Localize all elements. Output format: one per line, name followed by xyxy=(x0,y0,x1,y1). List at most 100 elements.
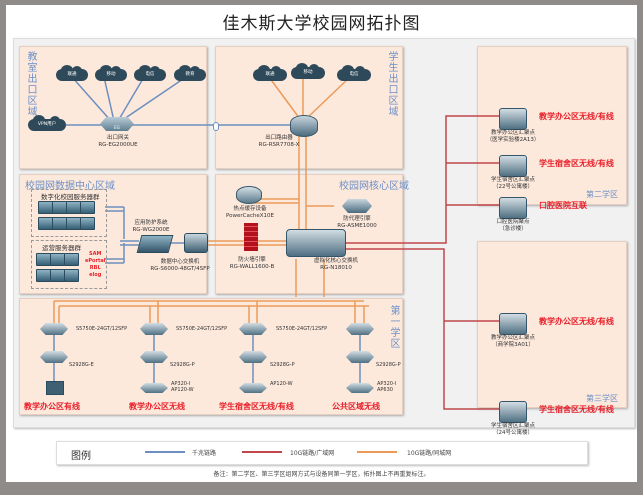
server-group-digital-title: 数字化校园服务器群 xyxy=(41,193,100,201)
node-name-label: 学生宿舍区汇聚点（22号公寓楼） xyxy=(484,177,542,191)
service-elog: elog xyxy=(89,272,102,278)
link-core-campus2 xyxy=(344,115,499,244)
cloud-unicom: 联通 xyxy=(56,65,88,81)
access-switch-icon xyxy=(346,351,374,363)
cloud-telecom: 电信 xyxy=(134,65,166,81)
node-name-label: 学生宿舍区汇聚点（24号公寓楼） xyxy=(484,423,542,437)
server-icon xyxy=(52,217,67,230)
zone-campus1 xyxy=(19,298,403,415)
node-location: （急诊楼） xyxy=(499,226,527,232)
node-name: 学生宿舍区汇聚点 xyxy=(490,177,535,183)
service-sam: SAM xyxy=(88,251,102,257)
aggregation-switch-icon xyxy=(499,401,527,423)
asme-device-icon xyxy=(342,199,372,213)
server-icon xyxy=(38,201,53,214)
campus1-zone-label: 教学办公区无线 xyxy=(129,402,185,411)
asme-label: 防代理引擎 RG-ASME1000 xyxy=(337,216,377,229)
access-point-label: AP320-I AP120-W xyxy=(171,381,194,393)
legend-swatch-wan xyxy=(242,451,282,453)
server-icon xyxy=(66,217,81,230)
cloud-edu: 教育 xyxy=(174,65,206,81)
access-point-label: AP120-W xyxy=(270,381,293,387)
server-icon xyxy=(36,253,51,266)
server-icon xyxy=(52,201,67,214)
firewall-label: 防火墙引擎 RG-WALL1600-B xyxy=(229,257,275,270)
node-name-label: 教学办公区汇聚点（商学院3A01） xyxy=(484,335,542,349)
link-router-telecom xyxy=(305,76,351,120)
dc-switch-label: 数据中心交换机 RG-S6000-48GT/4SFP xyxy=(150,259,210,272)
agg-switch-icon xyxy=(40,323,68,335)
firewall-icon xyxy=(244,223,258,251)
access-switch-label: S2928G-P xyxy=(270,362,295,368)
node-service-label: 教学办公区无线/有线 xyxy=(539,317,614,326)
legend-label-metro: 10G链路/同城网 xyxy=(407,450,452,457)
server-group-ops xyxy=(31,240,107,289)
zone-label-core: 校园网核心区域 xyxy=(339,181,409,192)
legend-title: 图例 xyxy=(71,451,91,462)
server-icon xyxy=(64,253,79,266)
aggregation-switch-icon xyxy=(499,108,527,130)
dc-switch-icon xyxy=(184,233,208,253)
link-junction-marker xyxy=(213,122,219,131)
server-icon xyxy=(38,217,53,230)
node-service-label: 口腔医院互联 xyxy=(539,201,587,210)
node-name: 学生宿舍区汇聚点 xyxy=(490,423,535,429)
node-service-label: 学生宿舍区无线/有线 xyxy=(539,159,614,168)
access-switch-label: S2928G-P xyxy=(376,362,401,368)
link-gateway-edu xyxy=(120,76,187,122)
zone-label-student-exit: 学生出口区域 xyxy=(386,51,397,117)
agg-switch-label: S5750E-24GT/12SFP xyxy=(76,326,128,332)
node-location: （24号公寓楼） xyxy=(493,430,533,436)
legend-label-wan: 10G链路/广域网 xyxy=(290,450,335,457)
agg-switch-label: S5750E-24GT/12SFP xyxy=(176,326,228,332)
agg-switch-label: S5750E-24GT/12SFP xyxy=(276,326,328,332)
access-switch-icon xyxy=(40,351,68,363)
aggregation-switch-icon xyxy=(499,313,527,335)
service-rbl: RBL xyxy=(89,265,101,271)
node-name: 教学办公区汇聚点 xyxy=(490,335,535,341)
agg-switch-icon xyxy=(346,323,374,335)
link-gateway-mobile xyxy=(103,76,115,122)
access-switch-icon xyxy=(239,351,267,363)
server-icon xyxy=(80,201,95,214)
service-eportal: ePortal xyxy=(85,258,106,264)
cloud-student-telecom: 电信 xyxy=(337,65,371,81)
aggregation-switch-icon xyxy=(499,155,527,177)
waf-label: 应用防护系统 RG-WG2000E xyxy=(132,220,170,233)
node-name-label: 口腔医院聚点（急诊楼） xyxy=(484,219,542,233)
legend-swatch-gigabit xyxy=(145,451,185,453)
link-core-campus3 xyxy=(344,248,499,410)
server-group-ops-title: 运营服务器群 xyxy=(42,244,81,252)
gigabit-links xyxy=(53,76,361,391)
server-icon xyxy=(64,269,79,282)
server-icon xyxy=(66,201,81,214)
node-name: 口腔医院聚点 xyxy=(496,219,530,225)
diagram-title: 佳木斯大学校园网拓扑图 xyxy=(222,14,421,34)
diagram-canvas: 教室出口区域 学生出口区域 校园网数据中心区域 校园网核心区域 第一学区 第二学… xyxy=(13,38,635,436)
zone-label-campus2: 第二学区 xyxy=(586,190,618,199)
access-switch-label: S2928G-E xyxy=(69,362,94,368)
server-icon xyxy=(50,253,65,266)
access-point-icon xyxy=(140,383,168,393)
zone-label-datacenter: 校园网数据中心区域 xyxy=(25,181,115,192)
server-icon xyxy=(80,217,95,230)
cloud-mobile: 移动 xyxy=(95,65,127,81)
gateway-badge: EG xyxy=(114,125,120,130)
node-location: （22号公寓楼） xyxy=(493,184,533,190)
pc-icon xyxy=(46,381,64,395)
cloud-student-mobile: 移动 xyxy=(291,63,325,79)
node-name: 教学办公区汇聚点 xyxy=(490,130,535,136)
gateway-label: 出口网关 RG-EG2000UE xyxy=(98,135,138,148)
page: 佳木斯大学校园网拓扑图 教室出口区域 学生出口区域 校园网数据中心区域 校园网核… xyxy=(6,5,637,482)
gateway-device-icon: EG xyxy=(100,117,134,131)
access-switch-icon xyxy=(140,351,168,363)
agg-switch-icon xyxy=(140,323,168,335)
footnote: 备注：第二学区、第三学区组网方式与设备同第一学区，拓扑图上不再重复标注。 xyxy=(213,471,430,478)
cloud-vpn: VPN用户 xyxy=(28,115,66,131)
aggregation-switch-icon xyxy=(499,197,527,219)
waf-device-icon xyxy=(136,235,174,253)
core-switch-icon xyxy=(286,229,346,257)
server-group-digital xyxy=(31,189,107,237)
router-label: 出口路由器 RG-RSR7708-X xyxy=(258,135,300,148)
node-service-label: 教学办公区无线/有线 xyxy=(539,112,614,121)
